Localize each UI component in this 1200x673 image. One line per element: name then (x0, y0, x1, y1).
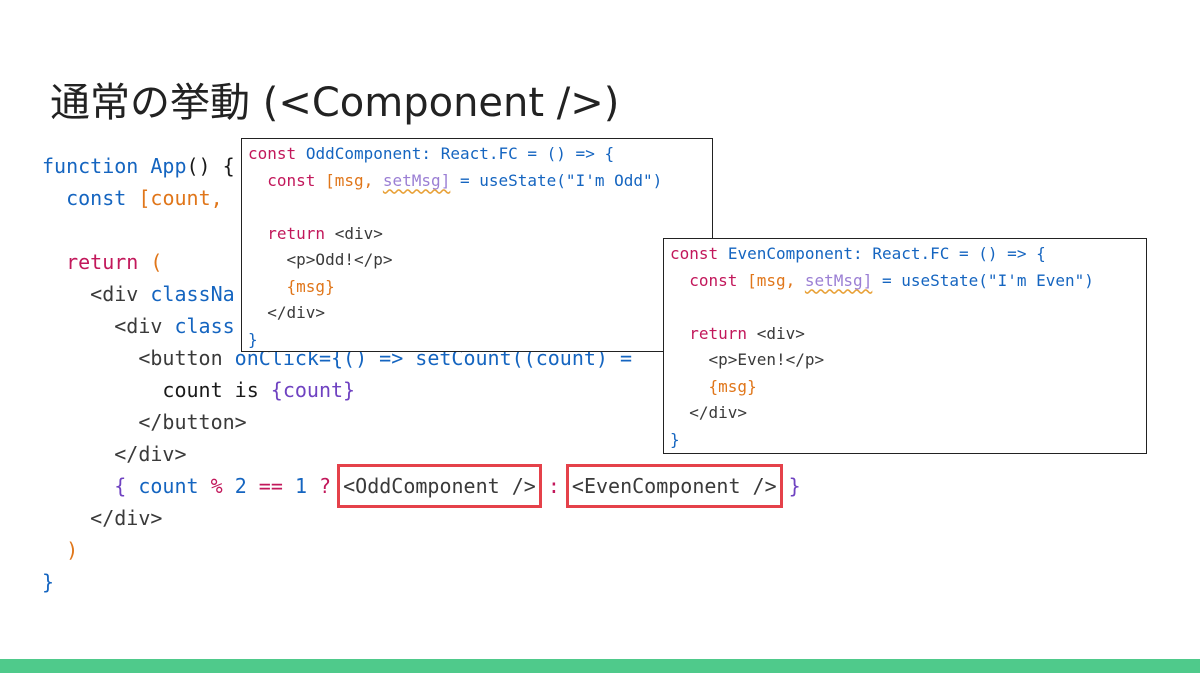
even-component-highlight: <EvenComponent /> (565, 464, 783, 508)
main-code-block: function App() { const [count, return ( … (42, 150, 801, 598)
code-line: const [count, (66, 186, 223, 210)
slide-title: 通常の挙動 (<Component />) (50, 80, 620, 126)
bottom-accent-bar (0, 659, 1200, 673)
code-line: </div> (114, 442, 187, 466)
even-component-popup: const EvenComponent: React.FC = () => { … (663, 238, 1147, 454)
code-line: function App() { (42, 154, 235, 178)
code-line: count is {count} (162, 378, 356, 402)
code-line: ) (66, 538, 79, 562)
code-line: </div> (90, 506, 163, 530)
odd-component-popup: const OddComponent: React.FC = () => { c… (241, 138, 713, 352)
code-line-ternary: { count % 2 == 1 ? <OddComponent /> : <E… (42, 464, 801, 508)
code-line: return ( (66, 250, 163, 274)
odd-component-highlight: <OddComponent /> (337, 464, 542, 508)
code-line: } (42, 570, 55, 594)
code-line: <div class (114, 314, 235, 338)
code-line: </button> (138, 410, 247, 434)
code-line: <div classNa (90, 282, 235, 306)
